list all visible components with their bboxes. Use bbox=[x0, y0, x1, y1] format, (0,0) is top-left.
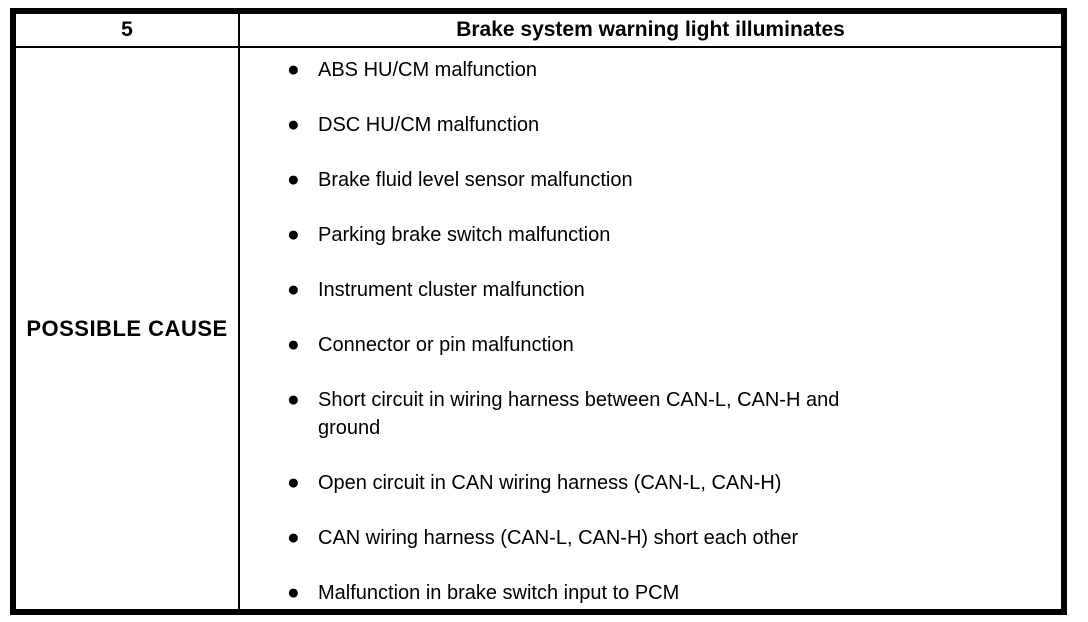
cause-text: Short circuit in wiring harness between … bbox=[318, 389, 840, 439]
cause-item: ● Connector or pin malfunction bbox=[287, 331, 1051, 359]
bullet-icon: ● bbox=[287, 526, 300, 549]
symptom-troubleshooting-table: 5 Brake system warning light illuminates… bbox=[10, 8, 1067, 615]
cause-item: ● Short circuit in wiring harness betwee… bbox=[287, 386, 1051, 442]
cause-item: ● Brake fluid level sensor malfunction bbox=[287, 166, 1051, 194]
bullet-icon: ● bbox=[287, 58, 300, 81]
bullet-icon: ● bbox=[287, 333, 300, 356]
cause-text: CAN wiring harness (CAN-L, CAN-H) short … bbox=[318, 527, 799, 549]
bullet-icon: ● bbox=[287, 168, 300, 191]
cause-item: ● DSC HU/CM malfunction bbox=[287, 111, 1051, 139]
possible-cause-label: POSSIBLE CAUSE bbox=[16, 48, 240, 609]
symptom-title: Brake system warning light illuminates bbox=[240, 14, 1061, 48]
cause-text: Instrument cluster malfunction bbox=[318, 279, 585, 301]
cause-list: ● ABS HU/CM malfunction ● DSC HU/CM malf… bbox=[240, 48, 1061, 607]
cause-text: DSC HU/CM malfunction bbox=[318, 114, 540, 136]
cause-text: ABS HU/CM malfunction bbox=[318, 59, 537, 81]
bullet-icon: ● bbox=[287, 113, 300, 136]
cause-item: ● ABS HU/CM malfunction bbox=[287, 56, 1051, 84]
cause-item: ● Malfunction in brake switch input to P… bbox=[287, 579, 1051, 607]
cause-text: Parking brake switch malfunction bbox=[318, 224, 611, 246]
bullet-icon: ● bbox=[287, 223, 300, 246]
cause-item: ● CAN wiring harness (CAN-L, CAN-H) shor… bbox=[287, 524, 1051, 552]
bullet-icon: ● bbox=[287, 388, 300, 411]
cause-text: Brake fluid level sensor malfunction bbox=[318, 169, 633, 191]
cause-item: ● Instrument cluster malfunction bbox=[287, 276, 1051, 304]
cause-text: Malfunction in brake switch input to PCM bbox=[318, 582, 680, 604]
bullet-icon: ● bbox=[287, 471, 300, 494]
cause-text: Open circuit in CAN wiring harness (CAN-… bbox=[318, 472, 782, 494]
bullet-icon: ● bbox=[287, 278, 300, 301]
symptom-number-cell: 5 bbox=[16, 14, 240, 48]
cause-item: ● Parking brake switch malfunction bbox=[287, 221, 1051, 249]
cause-text: Connector or pin malfunction bbox=[318, 334, 574, 356]
bullet-icon: ● bbox=[287, 581, 300, 604]
possible-cause-cell: ● ABS HU/CM malfunction ● DSC HU/CM malf… bbox=[240, 48, 1061, 609]
cause-item: ● Open circuit in CAN wiring harness (CA… bbox=[287, 469, 1051, 497]
